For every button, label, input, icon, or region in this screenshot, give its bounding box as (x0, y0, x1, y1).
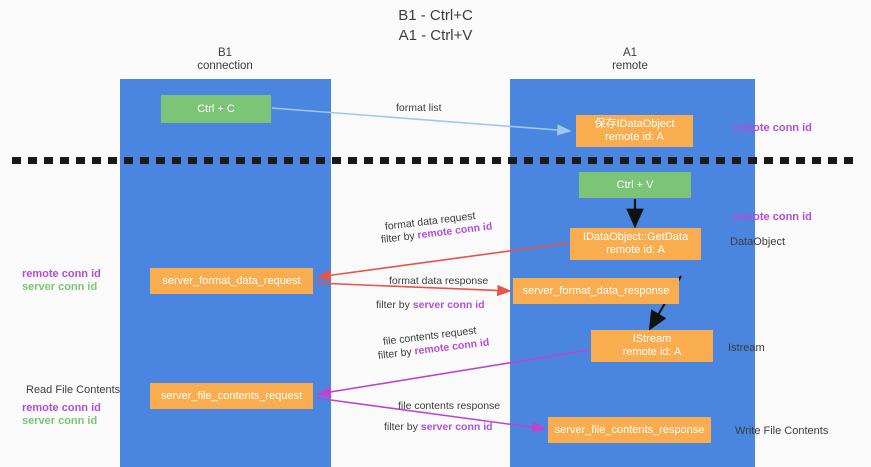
flow-label-file-contents-response-filter: filter by server conn id (384, 421, 493, 433)
flow-label-file-contents-response: file contents response (398, 400, 501, 412)
flow-label-format-list: format list (396, 102, 442, 114)
box-getdata-line1: IDataObject::GetData (582, 231, 689, 243)
box-ctrl-c-label: Ctrl + C (197, 102, 235, 115)
box-idataobject-line2: remote id: A (605, 131, 664, 143)
section-divider (12, 157, 860, 164)
side-label-conn-ids-bottom: remote conn id server conn id (22, 402, 101, 428)
box-server-file-contents-request-label: server_file_contents_request (160, 389, 303, 402)
lane-header-b1-title: B1 (217, 47, 233, 59)
filter-key: server conn id (412, 299, 485, 311)
side-label-remote-conn-id-mid: remote conn id (733, 211, 812, 223)
box-istream-line1: IStream (632, 333, 672, 345)
side-label-dataobject: DataObject (730, 236, 786, 248)
box-ctrl-v[interactable]: Ctrl + V (579, 172, 691, 198)
box-server-format-data-response-label: server_format_data_response (522, 284, 670, 297)
box-server-format-data-request-label: server_format_data_request (162, 274, 301, 287)
side-label-write-file-contents: Write File Contents (735, 425, 829, 437)
box-idataobject-getdata[interactable]: IDataObject::GetData remote id: A (570, 228, 701, 260)
lane-header-b1: B1 connection (150, 47, 300, 73)
filter-key: server conn id (420, 421, 493, 433)
side-label-read-file-contents: Read File Contents (26, 384, 121, 396)
side-label-remote-conn-id-left: remote conn id (22, 268, 101, 280)
side-label-remote-conn-id-top: remote conn id (733, 122, 812, 134)
title-line-2: A1 - Ctrl+V (398, 27, 473, 44)
box-server-format-data-response[interactable]: server_format_data_response (513, 278, 679, 304)
flow-label-format-data-response-filter: filter by server conn id (376, 299, 485, 311)
box-server-file-contents-request[interactable]: server_file_contents_request (150, 383, 313, 409)
page-title: B1 - Ctrl+C A1 - Ctrl+V (0, 6, 871, 46)
box-getdata-line2: remote id: A (606, 244, 665, 256)
box-ctrl-v-label: Ctrl + V (616, 178, 654, 191)
lane-header-a1-title: A1 (622, 47, 638, 59)
side-label-conn-ids-top: remote conn id server conn id (22, 268, 101, 294)
box-istream-line2: remote id: A (622, 346, 682, 358)
box-idataobject-line1: 保存IDataObject (594, 118, 675, 130)
box-ctrl-c[interactable]: Ctrl + C (161, 95, 271, 123)
filter-prefix: filter by (376, 299, 413, 311)
side-label-remote-conn-id-left-2: remote conn id (22, 402, 101, 414)
side-label-istream: Istream (728, 342, 765, 354)
flow-label-format-data-response: format data response (389, 275, 489, 287)
filter-prefix: filter by (384, 421, 421, 433)
side-label-server-conn-id-left: server conn id (22, 281, 98, 293)
box-server-format-data-request[interactable]: server_format_data_request (150, 268, 313, 294)
box-server-file-contents-response-label: server_file_contents_response (554, 423, 705, 436)
box-server-file-contents-response[interactable]: server_file_contents_response (548, 417, 711, 443)
lane-header-b1-subtitle: connection (197, 60, 253, 72)
lane-header-a1-subtitle: remote (612, 60, 648, 72)
title-line-1: B1 - Ctrl+C (398, 7, 473, 24)
box-istream[interactable]: IStream remote id: A (591, 330, 713, 362)
side-label-server-conn-id-left-2: server conn id (22, 415, 98, 427)
lane-header-a1: A1 remote (555, 47, 705, 73)
box-idataobject[interactable]: 保存IDataObject remote id: A (576, 115, 693, 147)
